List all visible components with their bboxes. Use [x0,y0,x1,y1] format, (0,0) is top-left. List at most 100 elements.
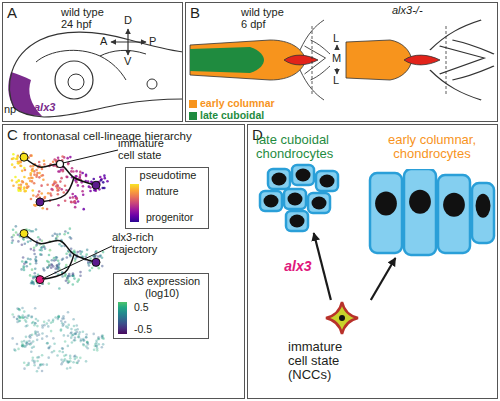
cell-dot [67,324,70,327]
cell-dot [17,189,20,192]
cell-dot [70,201,73,204]
cell-dot [63,334,66,337]
cell-dot [61,275,64,278]
cell-dot [17,162,20,165]
cell-dot [38,172,41,175]
cell-dot [46,363,49,366]
cell-dot [74,333,77,336]
cell-dot [12,153,15,156]
cell-dot [74,355,77,358]
cell-dot [35,262,38,265]
cell-dot [103,174,106,177]
cell-dot [86,347,89,350]
cuboidal-cell [268,169,290,189]
cell-dot [101,265,104,268]
cell-dot [11,163,14,166]
cell-dot [85,175,88,178]
region-label: np [4,104,16,116]
axis-arrow [111,41,146,42]
cell-dot [21,345,24,348]
cell-dot [35,259,38,262]
cell-dot [69,355,72,358]
cell-dot [41,332,44,335]
cell-dot [95,345,98,348]
cell-dot [74,332,77,335]
cell-dot [69,332,72,335]
trajectory-line [40,178,74,203]
cuboidal-cell [292,165,314,185]
cell-dot [72,196,75,199]
cell-dot [33,364,36,367]
cell-dot [26,187,29,190]
otic-vesicle [147,79,157,89]
cell-dot [79,271,82,274]
cell-dot [21,180,24,183]
cell-dot [86,341,89,344]
cell-dot [37,236,40,239]
cell-dot [44,247,47,250]
cell-dot [76,251,79,254]
cell-dot [21,340,24,343]
cell-dot [60,329,63,332]
cell-dot [86,341,89,344]
lens [68,74,84,90]
cell-dot [101,346,104,349]
cartilage-outline [452,66,494,80]
cell-dot [48,347,51,350]
trajectory-line [40,254,74,279]
axis-label: P [149,36,156,48]
edge-label: alx3 [284,259,311,274]
midline-dash [446,26,447,94]
cell-dot [95,345,98,348]
cell-dot [33,249,36,252]
cell-drawing [324,300,360,336]
axis-label: L [333,33,339,45]
cell-dot [46,342,49,345]
panel-letter: C [7,127,18,143]
cell-dot [33,246,36,249]
cell-dot [69,236,72,239]
cell-dot [15,225,18,228]
cell-dot [30,350,33,353]
cartilage-outline [440,46,485,74]
node-text: mature [146,186,179,197]
cell-dot [32,356,35,359]
legend-text: early columnar [200,97,275,109]
cell-dot [23,361,26,364]
cell-dot [50,194,53,197]
cell-dot [56,185,59,188]
cell-dot [61,155,64,158]
cell-dot [70,201,73,204]
cell-dot [57,315,60,318]
cell-dot [72,272,75,275]
cell-dot [30,198,33,201]
cell-dot [38,285,41,288]
cell-dot [50,263,53,266]
cell-cluster: late cuboidal chondrocytes [256,133,346,233]
immature-point [57,161,64,168]
cell-dot [56,184,59,187]
cell-dot [64,230,67,233]
cell-dot [73,325,76,328]
cuboidal-cell [284,189,306,209]
cell-dot [40,247,43,250]
cell-dot [17,233,20,236]
cell-dot [35,176,38,179]
cell-dot [82,339,85,342]
cell-dot [38,190,41,193]
cell-dot [35,169,38,172]
cell-dot [67,311,70,314]
cell-dot [74,257,77,260]
node-text: wild type 24 hpf [61,7,111,31]
cell-drawing [368,169,496,257]
cell-dot [40,192,43,195]
cell-dot [24,169,27,172]
node-text: 0.5 [134,302,149,313]
cell-dot [50,330,53,333]
cell-dot [35,318,38,321]
cell-dot [25,260,28,263]
cell-dot [17,240,20,243]
cell-dot [41,326,44,329]
cell-dot [75,324,78,327]
cell-dot [36,325,39,328]
